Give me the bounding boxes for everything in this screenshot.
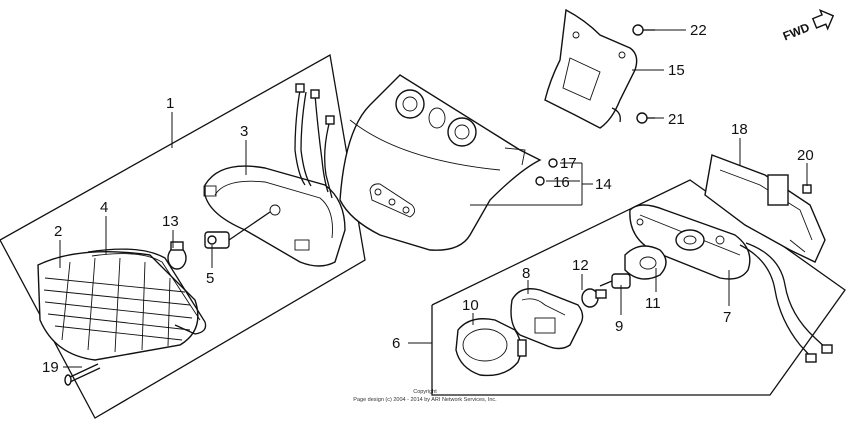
bulb-socket [204,211,271,249]
license-light-wires [739,242,833,363]
callout-10: 10 [462,297,479,314]
callout-1: 1 [166,95,174,112]
lens-gasket [87,248,207,335]
forward-arrow-icon: FWD [781,8,835,43]
copyright: Copyright Page design (c) 2004 - 2014 by… [353,389,497,403]
callout-17: 17 [560,155,577,172]
callout-8: 8 [522,265,530,282]
taillight-lens [37,250,199,361]
copyright-line-2: Page design (c) 2004 - 2014 by ARI Netwo… [353,397,497,403]
seal-11 [624,245,667,280]
callout-12: 12 [572,257,589,274]
fwd-label: FWD [781,20,812,43]
callout-4: 4 [100,199,108,216]
callout-3: 3 [240,123,248,140]
callout-19: 19 [42,359,59,376]
callout-5: 5 [206,270,214,287]
group-frame-6 [431,179,846,396]
copyright-line-1: Copyright [413,389,437,395]
nut-17 [548,158,558,168]
callout-11: 11 [645,295,661,312]
callout-9: 9 [615,318,623,335]
callout-7: 7 [723,309,731,326]
nut-20 [802,184,812,194]
rear-housing [339,74,542,251]
callout-22: 22 [690,22,707,39]
group-frame-1 [0,53,366,419]
callout-15: 15 [668,62,685,79]
nut-16 [535,176,545,186]
callout-2: 2 [54,223,62,240]
taillight-wires [294,83,335,199]
license-bracket [704,154,826,263]
callout-13: 13 [162,213,179,230]
callout-20: 20 [797,147,814,164]
callouts: 1 2 3 4 5 6 7 8 9 10 11 12 13 14 15 16 1… [42,22,814,376]
lens-10 [455,318,527,377]
screw-19 [64,363,101,386]
taillight-base [203,165,346,267]
callout-18: 18 [731,121,748,138]
callout-16: 16 [553,174,570,191]
bracket-15 [544,8,638,129]
bolt-22 [632,24,655,36]
callout-14: 14 [595,176,612,193]
callout-6: 6 [392,335,400,352]
bulb [167,241,187,270]
bulb-12 [581,288,607,308]
callout-21: 21 [668,111,685,128]
leader-lines [59,29,808,368]
socket-9 [599,273,631,289]
license-light-housing [629,204,751,280]
